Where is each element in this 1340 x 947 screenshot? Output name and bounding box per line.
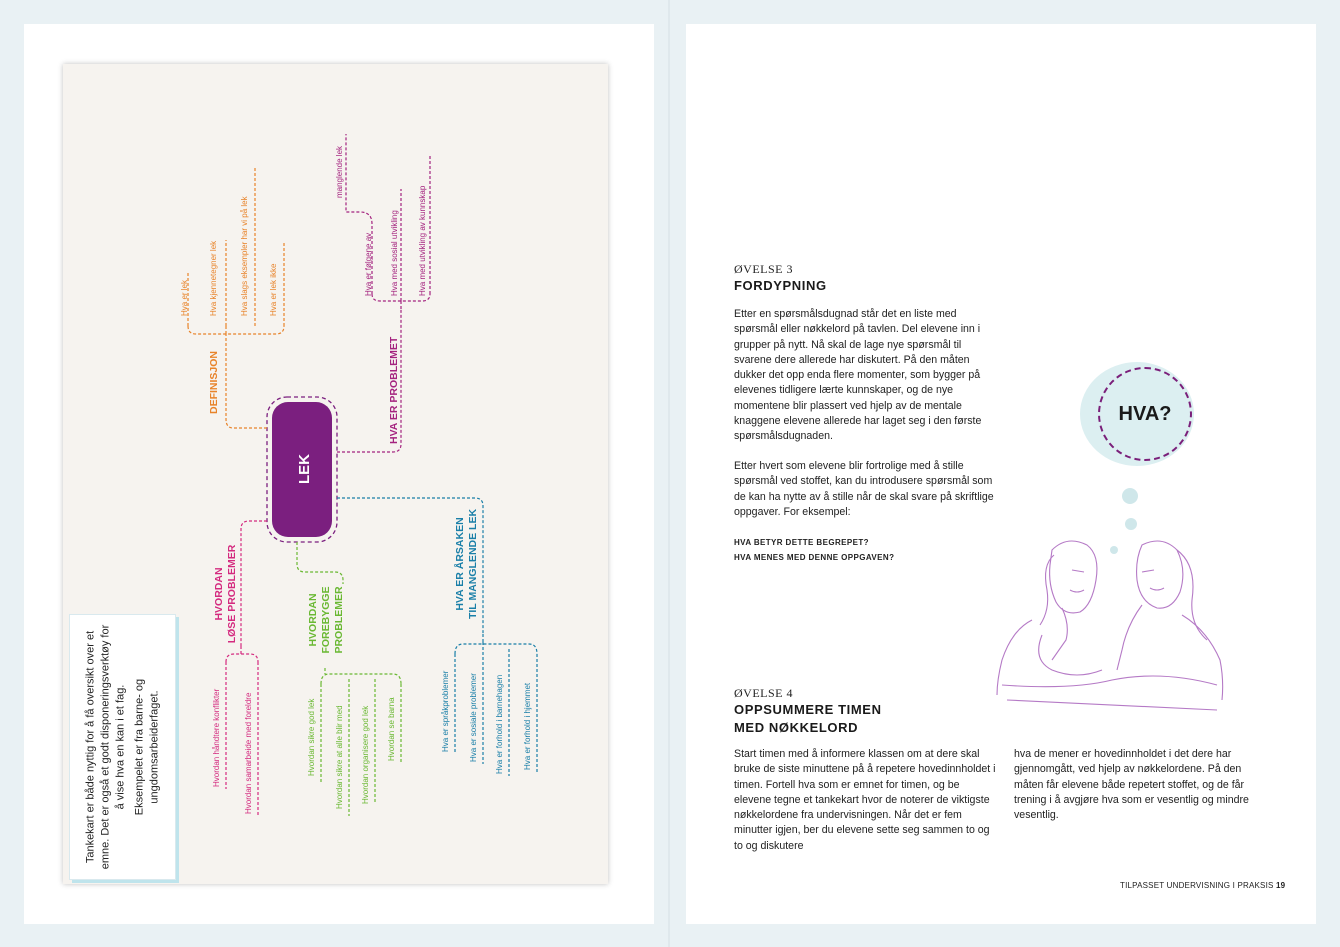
thought-dot: [1125, 518, 1137, 530]
center-label: LEK: [296, 454, 313, 484]
exercise-4-title-line-1: OPPSUMMERE TIMEN: [734, 702, 882, 717]
branch-forebygge-text: HVORDAN FOREBYGGE PROBLEMER Hvordan sikr…: [307, 586, 396, 809]
info-text: Tankekart er både nyttig for å få oversi…: [83, 622, 162, 872]
exercise-4-column-1: Start timen med å informere klassen om a…: [734, 748, 996, 852]
branch-lose-item: Hvordan samarbeide med foreldre: [244, 692, 253, 814]
branch-forebygge-title: HVORDAN: [307, 593, 319, 646]
exercise-3-paragraph-2: Etter hvert som elevene blir fortrolige …: [734, 460, 994, 518]
branch-problemet-title: HVA ER PROBLEMET: [388, 336, 400, 444]
branch-lose-title: HVORDAN: [213, 567, 225, 620]
branch-arsaken-item: Hva er forhold i hjemmet: [523, 682, 532, 770]
branch-problemet-text: HVA ER PROBLEMET Hva er følgene av mangl…: [335, 145, 427, 444]
branch-definisjon-title: DEFINISJON: [208, 351, 220, 414]
branch-problemet: [337, 134, 431, 453]
branch-problemet-item: Hva er følgene av: [364, 233, 373, 296]
branch-forebygge-item: Hvordan se barna: [387, 697, 396, 761]
branch-forebygge: [296, 542, 402, 816]
branch-arsaken-item: Hva er sosiale problemer: [469, 673, 478, 762]
info-paragraph: Tankekart er både nyttig for å få oversi…: [84, 624, 126, 870]
page-footer: TILPASSET UNDERVISNING I PRAKSIS 19: [1120, 881, 1285, 890]
branch-lose-text: HVORDAN LØSE PROBLEMER Hvordan håndtere …: [212, 544, 253, 814]
page-number: 19: [1276, 881, 1286, 890]
example-question-2: HVA MENES MED DENNE OPPGAVEN?: [734, 553, 895, 562]
info-box: Tankekart er både nyttig for å få oversi…: [69, 614, 176, 880]
info-paragraph: Eksempelet er fra barne- og ungdomsarbei…: [133, 678, 160, 816]
exercise-3-label: ØVELSE 3: [734, 262, 793, 276]
branch-arsaken-title: TIL MANGLENDE LEK: [467, 509, 479, 619]
branch-lose-title: LØSE PROBLEMER: [226, 544, 238, 643]
branch-forebygge-item: Hvordan sikre god lek: [307, 698, 316, 776]
branch-forebygge-item: Hvordan sikre at alle blir med: [335, 705, 344, 809]
exercise-4-label: ØVELSE 4: [734, 686, 793, 700]
branch-arsaken-title: HVA ER ÅRSAKEN: [453, 517, 466, 610]
footer-title: TILPASSET UNDERVISNING I PRAKSIS: [1120, 881, 1274, 890]
branch-arsaken-item: Hva er forhold i barnehagen: [495, 675, 504, 774]
branch-definisjon-item: Hva er lek ikke: [269, 263, 278, 316]
branch-forebygge-item: Hvordan organisere god lek: [361, 705, 370, 804]
branch-definisjon-item: Hva slags eksempler har vi på lek: [240, 195, 249, 316]
branch-arsaken-item: Hva er språkproblemer: [441, 670, 450, 752]
branch-problemet-item: Hva med sosial utvikling: [390, 210, 399, 296]
exercise-4-title-line-2: MED NØKKELORD: [734, 720, 859, 735]
students-illustration: [996, 540, 1224, 711]
branch-forebygge-title: PROBLEMER: [333, 586, 345, 654]
branch-definisjon-item: Hva er lek: [180, 279, 189, 316]
exercise-3-title: FORDYPNING: [734, 278, 827, 293]
center-node: LEK: [266, 396, 338, 543]
branch-arsaken: [337, 497, 538, 776]
branch-lose-item: Hvordan håndtere konflikter: [212, 688, 221, 787]
branch-problemet-item: Hva med utvikling av kunnskap: [418, 185, 427, 296]
page-gutter: [668, 0, 670, 947]
thought-dot: [1110, 546, 1118, 554]
branch-definisjon: [187, 167, 285, 429]
branch-forebygge-title: FOREBYGGE: [320, 586, 332, 653]
branch-problemet-item: manglende lek: [335, 145, 344, 198]
branch-definisjon-item: Hva kjennetegner lek: [209, 240, 218, 316]
exercise-3-paragraph-1: Etter en spørsmålsdugnad står det en lis…: [734, 308, 982, 443]
thought-bubble: HVA?: [1098, 367, 1192, 461]
right-page: [686, 24, 1316, 924]
example-question-1: HVA BETYR DETTE BEGREPET?: [734, 538, 869, 547]
mindmap-diagram: LEK DEFINISJON Hva er lek Hva kjennetegn…: [180, 134, 538, 816]
branch-lose: [225, 520, 267, 816]
branch-arsaken-text: HVA ER ÅRSAKEN TIL MANGLENDE LEK Hva er …: [441, 509, 532, 774]
thought-dot: [1122, 488, 1138, 504]
branch-definisjon-text: DEFINISJON Hva er lek Hva kjennetegner l…: [180, 195, 278, 414]
exercise-4-column-2: hva de mener er hovedinnholdet i det der…: [1014, 748, 1249, 822]
